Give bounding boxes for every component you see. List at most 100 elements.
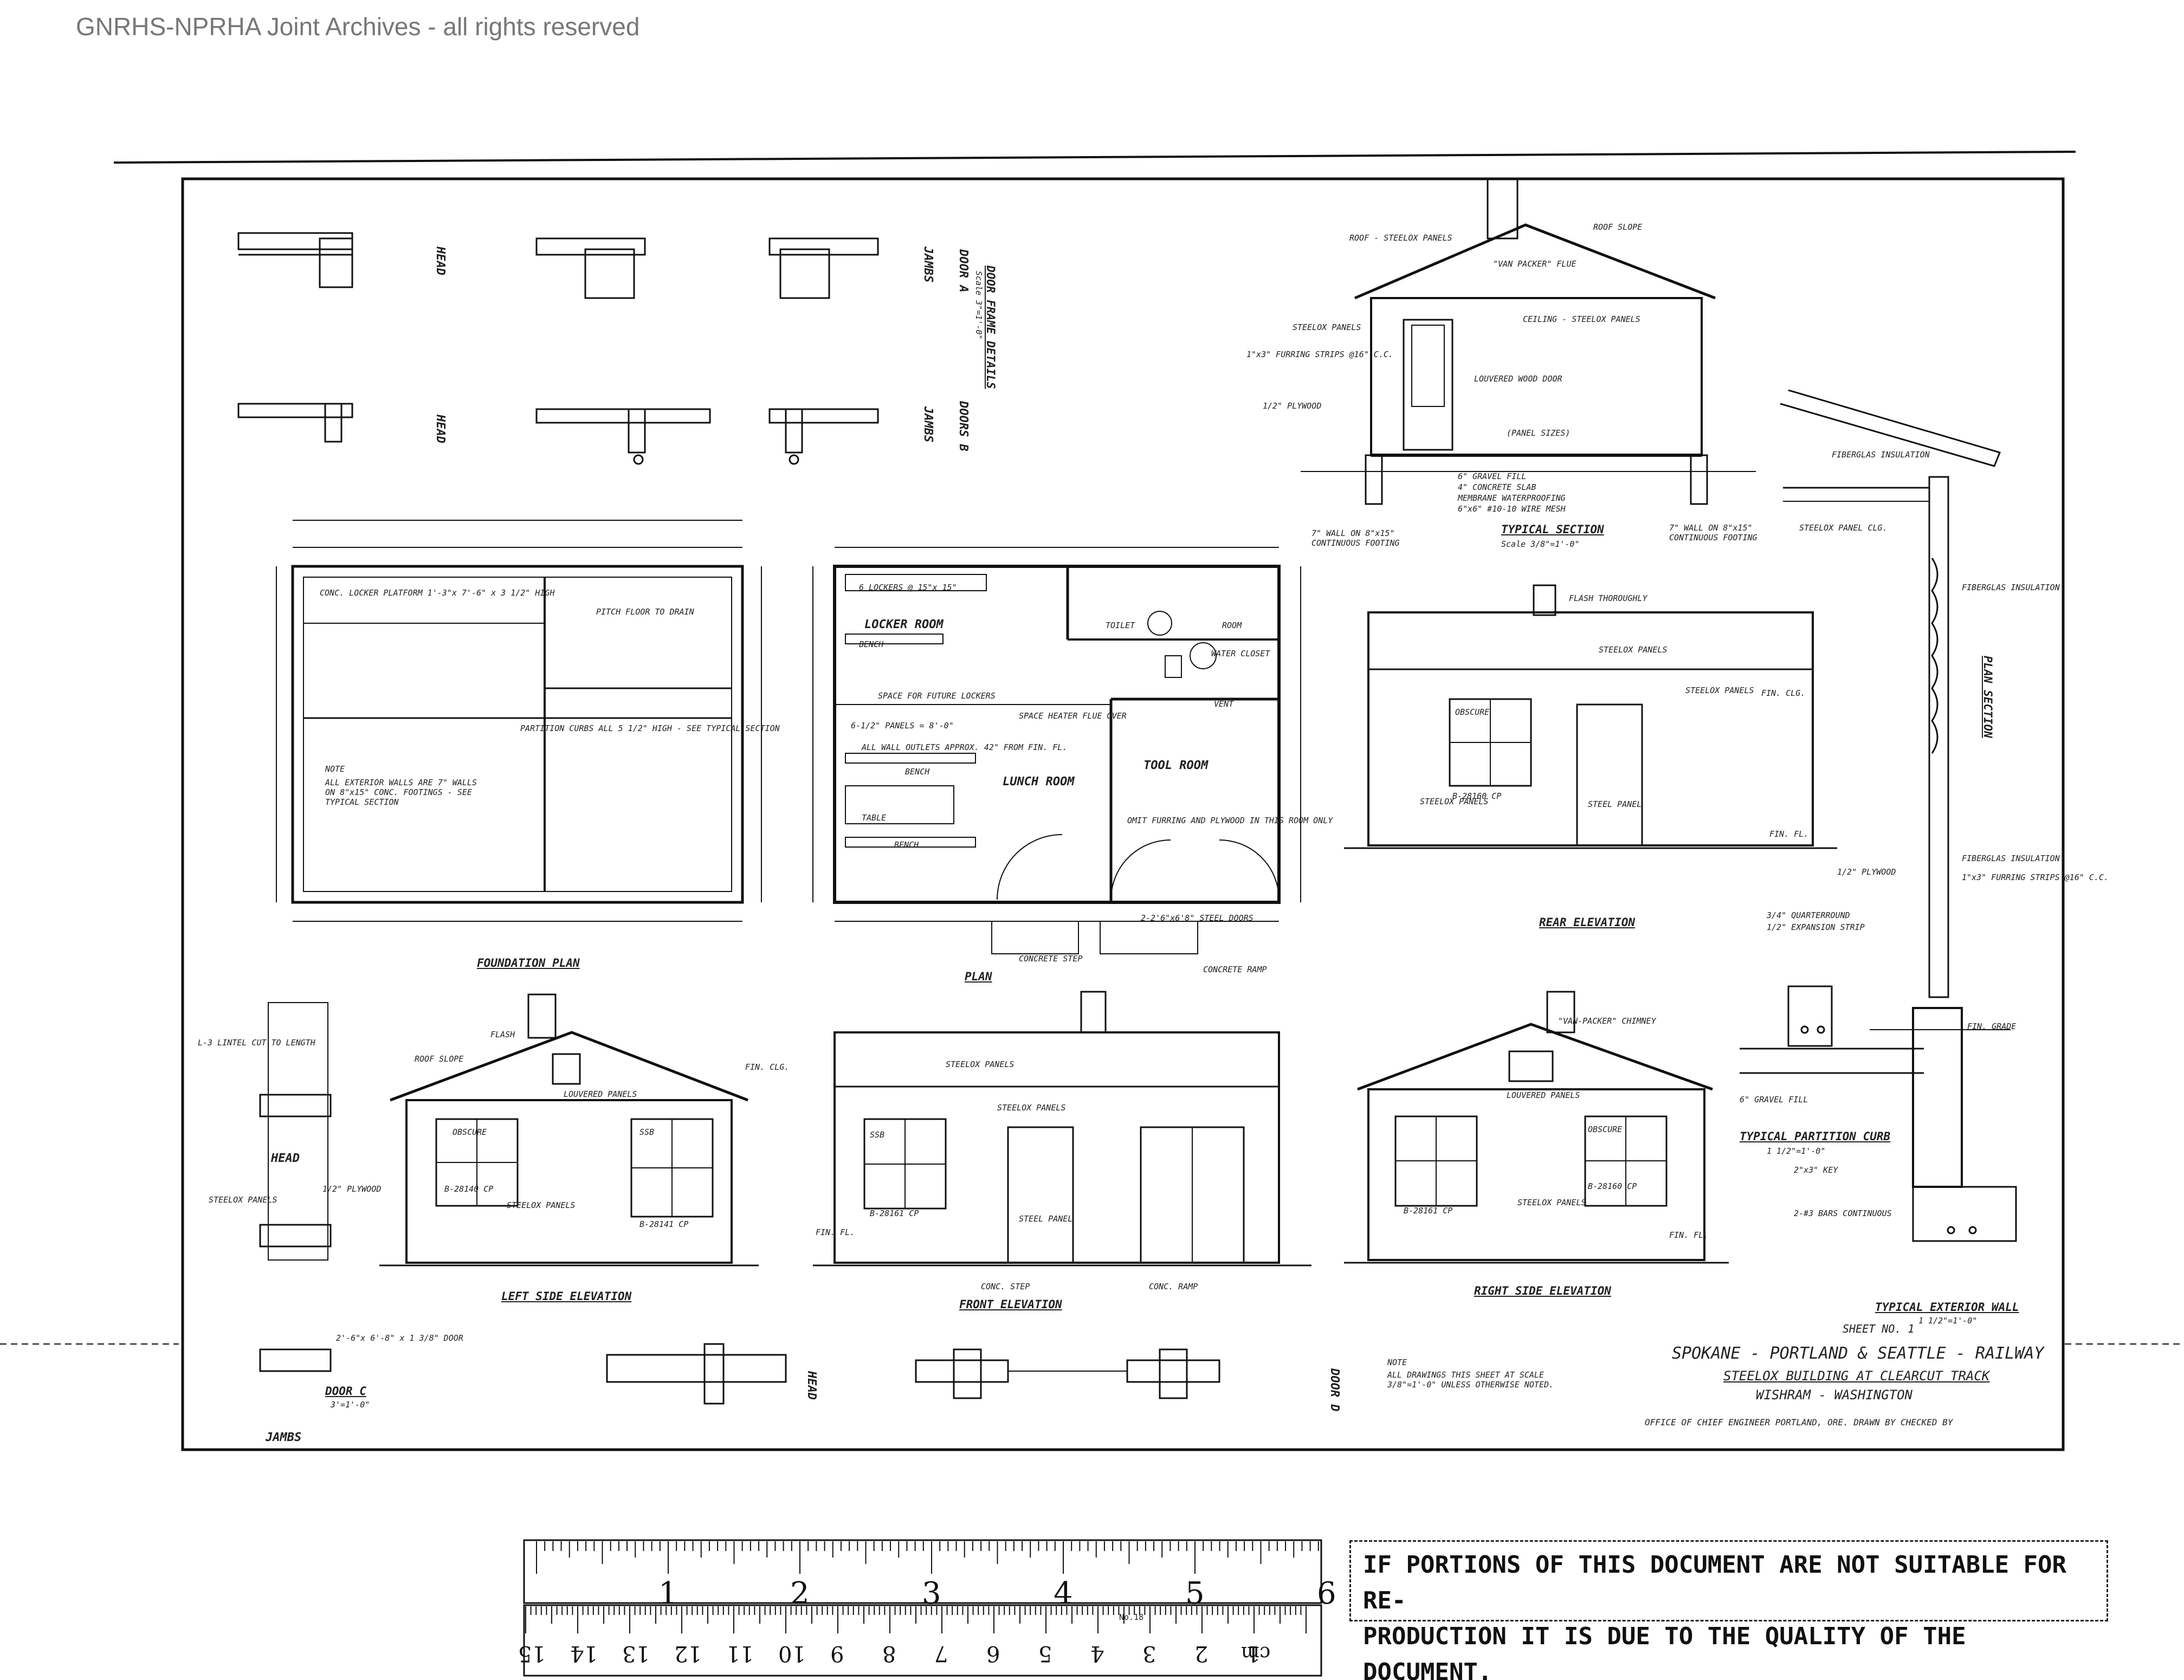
plywood-label-2: 1/2" PLYWOOD	[1837, 867, 1896, 877]
typical-partition-curb-title: TYPICAL PARTITION CURB	[1740, 1130, 1891, 1143]
cm-label: 13	[622, 1641, 650, 1666]
pitch-floor-note: PITCH FLOOR TO DRAIN	[596, 607, 694, 617]
inch-label: 6	[1317, 1576, 1336, 1611]
gravel-fill-label-2: 6" GRAVEL FILL	[1740, 1095, 1808, 1104]
conc-step-label: CONC. STEP	[981, 1282, 1030, 1291]
office-line: OFFICE OF CHIEF ENGINEER PORTLAND, ORE. …	[1645, 1417, 1953, 1427]
cm-label: 5	[1038, 1641, 1052, 1666]
head-label-d: HEAD	[805, 1371, 818, 1400]
fin-grade-label: FIN. GRADE	[1967, 1022, 2017, 1031]
furring-strips-label-2: 1"x3" FURRING STRIPS @16" C.C.	[1962, 873, 2109, 882]
obscure-right: OBSCURE	[1588, 1125, 1623, 1134]
head-label-a: HEAD	[434, 247, 447, 275]
rear-elevation-title: REAR ELEVATION	[1539, 916, 1636, 929]
window-left-2: B-28141 CP	[639, 1219, 689, 1229]
key-label: 2"x3" KEY	[1794, 1165, 1838, 1175]
ssb-left: SSB	[639, 1127, 655, 1137]
inch-label: 1	[658, 1576, 678, 1611]
bench-label-1: BENCH	[859, 639, 884, 649]
drawings-note-title: NOTE	[1387, 1358, 1407, 1367]
wall-footing-right-label: 7" WALL ON 8"x15" CONTINUOUS FOOTING	[1669, 523, 1757, 542]
floor-plan	[812, 547, 1301, 954]
steelox-panels-right: STEELOX PANELS	[1517, 1198, 1586, 1207]
flash-thoroughly-label: FLASH THOROUGHLY	[1569, 593, 1647, 603]
jambs-label-b: JAMBS	[921, 406, 935, 443]
plan-section	[1780, 389, 2001, 998]
fin-fl-right: FIN. FL.	[1669, 1230, 1709, 1240]
omit-furring-note: OMIT FURRING AND PLYWOOD IN THIS ROOM ON…	[1127, 816, 1333, 825]
panels-note: 6-1/2" PANELS = 8'-0"	[851, 721, 954, 731]
fin-fl-front: FIN. FL.	[816, 1227, 855, 1237]
steelox-panel-rear: STEELOX PANELS	[1599, 645, 1668, 655]
table-label: TABLE	[862, 813, 887, 823]
lunch-room-label: LUNCH ROOM	[1003, 775, 1075, 789]
cm-label: 15	[518, 1641, 546, 1666]
van-packer-flue-label: "VAN PACKER" FLUE	[1493, 259, 1576, 269]
steelox-panels-rear-3: STEELOX PANELS	[1420, 797, 1489, 806]
cm-label: 4	[1090, 1641, 1104, 1666]
steel-panel-front: STEEL PANEL	[1019, 1214, 1073, 1224]
partition-curbs-note: PARTITION CURBS ALL 5 1/2" HIGH - SEE TY…	[520, 723, 780, 733]
tool-room-label: TOOL ROOM	[1143, 759, 1209, 772]
doors-b-label: DOORS B	[957, 401, 970, 451]
plan-title: PLAN	[965, 970, 992, 983]
steelox-panels-front-2: STEELOX PANELS	[997, 1103, 1066, 1113]
jambs-label-c: JAMBS	[266, 1431, 302, 1444]
inch-label: 2	[790, 1576, 810, 1611]
roof-slope-left: ROOF SLOPE	[415, 1054, 464, 1064]
front-elevation-title: FRONT ELEVATION	[959, 1298, 1062, 1311]
typical-section	[1301, 178, 1756, 505]
fin-fl-rear: FIN. FL.	[1769, 829, 1809, 839]
foundation-note-text: ALL EXTERIOR WALLS ARE 7" WALLS ON 8"x15…	[325, 778, 477, 807]
water-closet-label: WATER CLOSET	[1211, 649, 1270, 658]
bars-continuous-label: 2-#3 BARS CONTINUOUS	[1794, 1209, 1892, 1218]
door-d-label: DOOR D	[1328, 1368, 1341, 1412]
left-side-elevation	[379, 993, 759, 1267]
roof-slope-label: ROOF SLOPE	[1593, 222, 1643, 232]
bench-label-2: BENCH	[905, 767, 930, 777]
foundation-plan-title: FOUNDATION PLAN	[477, 957, 580, 970]
ssb-front: SSB	[870, 1130, 885, 1140]
right-side-elevation-title: RIGHT SIDE ELEVATION	[1474, 1284, 1611, 1297]
notice-line-2: PRODUCTION IT IS DUE TO THE QUALITY OF T…	[1363, 1623, 1966, 1680]
sheet-number: SHEET NO. 1	[1843, 1322, 1915, 1335]
louvered-panels-left: LOUVERED PANELS	[564, 1089, 637, 1099]
cm-label: 10	[778, 1641, 806, 1666]
door-frame-scale: Scale 3"=1'-0"	[974, 271, 984, 340]
room-label: ROOM	[1222, 621, 1242, 630]
foundation-note-title: NOTE	[325, 764, 345, 774]
furring-strips-label: 1"x3" FURRING STRIPS @16" C.C.	[1246, 350, 1393, 359]
ruler-model: No.18	[1119, 1612, 1144, 1622]
reproduction-notice: IF PORTIONS OF THIS DOCUMENT ARE NOT SUI…	[1349, 1540, 2108, 1680]
cm-label: 12	[674, 1641, 702, 1666]
cm-label: 6	[986, 1641, 1000, 1666]
archive-watermark: GNRHS-NPRHA Joint Archives - all rights …	[76, 12, 640, 41]
flash-label-left: FLASH	[490, 1030, 515, 1039]
plan-section-title: PLAN SECTION	[1981, 656, 1994, 738]
lockers-note: 6 LOCKERS @ 15"x 15"	[859, 583, 957, 592]
toilet-label: TOILET	[1106, 621, 1135, 630]
concrete-slab-label: 4" CONCRETE SLAB	[1458, 482, 1536, 492]
head-label-c: HEAD	[271, 1152, 300, 1165]
fiberglas-label-2: FIBERGLAS INSULATION	[1962, 583, 2060, 592]
steelox-panels-left: STEELOX PANELS	[507, 1200, 576, 1210]
chimney-label: "VAN-PACKER" CHIMNEY	[1558, 1016, 1656, 1026]
obscure-rear: OBSCURE	[1455, 707, 1490, 717]
future-lockers-note: SPACE FOR FUTURE LOCKERS	[878, 691, 996, 701]
typical-exterior-wall	[1740, 985, 2017, 1242]
door-c-size: 3'=1'-0"	[331, 1400, 370, 1410]
steelox-panels-front: STEELOX PANELS	[946, 1059, 1015, 1069]
railway-name: SPOKANE - PORTLAND & SEATTLE - RAILWAY	[1672, 1344, 2044, 1363]
door-c-label: DOOR C	[325, 1385, 366, 1398]
quarterround-label: 3/4" QUARTERROUND	[1767, 910, 1850, 920]
building-name: STEELOX BUILDING AT CLEARCUT TRACK	[1723, 1368, 1990, 1384]
cm-label: 8	[882, 1641, 896, 1666]
left-side-elevation-title: LEFT SIDE ELEVATION	[501, 1290, 632, 1303]
inch-label: 5	[1185, 1576, 1205, 1611]
louvered-panels-right: LOUVERED PANELS	[1507, 1090, 1580, 1100]
cm-label: 3	[1142, 1641, 1156, 1666]
window-right-2: B-28160 CP	[1588, 1181, 1637, 1191]
gravel-fill-label: 6" GRAVEL FILL	[1458, 471, 1527, 481]
cm-label: 7	[934, 1641, 948, 1666]
